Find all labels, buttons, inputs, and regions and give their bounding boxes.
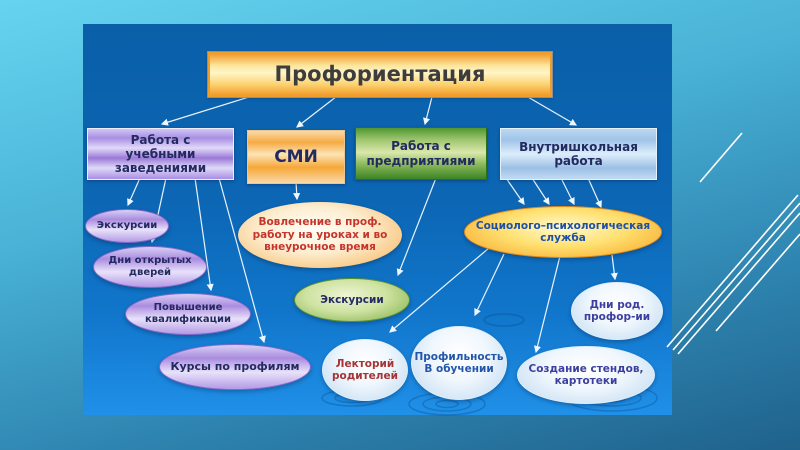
title-label: Профориентация <box>274 62 486 87</box>
leaf-excursions-enterprises-label: Экскурсии <box>320 293 384 306</box>
branch-box-enterprises: Работа с предприятиями <box>355 127 487 180</box>
leaf-ellipse-qualification: Повышение квалификации <box>125 293 251 335</box>
branch-box-school: Внутришкольная работа <box>500 128 657 180</box>
leaf-socio-service-label: Социолого–психологическая служба <box>475 219 651 244</box>
title-box: Профориентация <box>207 51 553 98</box>
leaf-parent-career-days-label: Дни род. профор-ии <box>583 298 651 323</box>
leaf-profile-courses-label: Курсы по профилям <box>170 359 300 373</box>
leaf-ellipse-involvement: Вовлечение в проф. работу на уроках и во… <box>238 202 402 268</box>
branch-media-label: СМИ <box>274 146 318 167</box>
leaf-ellipse-stands: Создание стендов, картотеки <box>517 346 655 404</box>
leaf-ellipse-profile-courses: Курсы по профилям <box>159 344 311 390</box>
branch-school-label: Внутришкольная работа <box>519 139 638 168</box>
leaf-stands-label: Создание стендов, картотеки <box>528 362 644 387</box>
leaf-ellipse-profile-education: Профильность В обучении <box>411 326 507 400</box>
branch-enterprises-label: Работа с предприятиями <box>366 139 476 168</box>
leaf-profile-education-label: Профильность В обучении <box>414 350 504 375</box>
leaf-parent-lectures-label: Лекторий родителей <box>332 357 398 382</box>
decor-diagonal-lines <box>666 132 800 355</box>
branch-education-label: Работа с учебными заведениями <box>114 132 207 176</box>
leaf-ellipse-open-days: Дни открытых дверей <box>93 246 207 288</box>
leaf-ellipse-excursions-edu: Экскурсии <box>85 209 169 243</box>
branch-box-media: СМИ <box>247 130 345 184</box>
connector-lines <box>127 92 618 354</box>
leaf-qualification-label: Повышение квалификации <box>144 302 232 325</box>
leaf-ellipse-socio-service: Социолого–психологическая служба <box>464 206 662 258</box>
branch-box-education: Работа с учебными заведениями <box>87 128 234 180</box>
leaf-open-days-label: Дни открытых дверей <box>108 255 192 278</box>
leaf-excursions-edu-label: Экскурсии <box>96 220 158 232</box>
leaf-ellipse-parent-career-days: Дни род. профор-ии <box>571 282 663 340</box>
leaf-ellipse-excursions-enterprises: Экскурсии <box>294 278 410 322</box>
leaf-involvement-label: Вовлечение в проф. работу на уроках и во… <box>252 216 388 254</box>
leaf-ellipse-parent-lectures: Лекторий родителей <box>322 339 408 401</box>
